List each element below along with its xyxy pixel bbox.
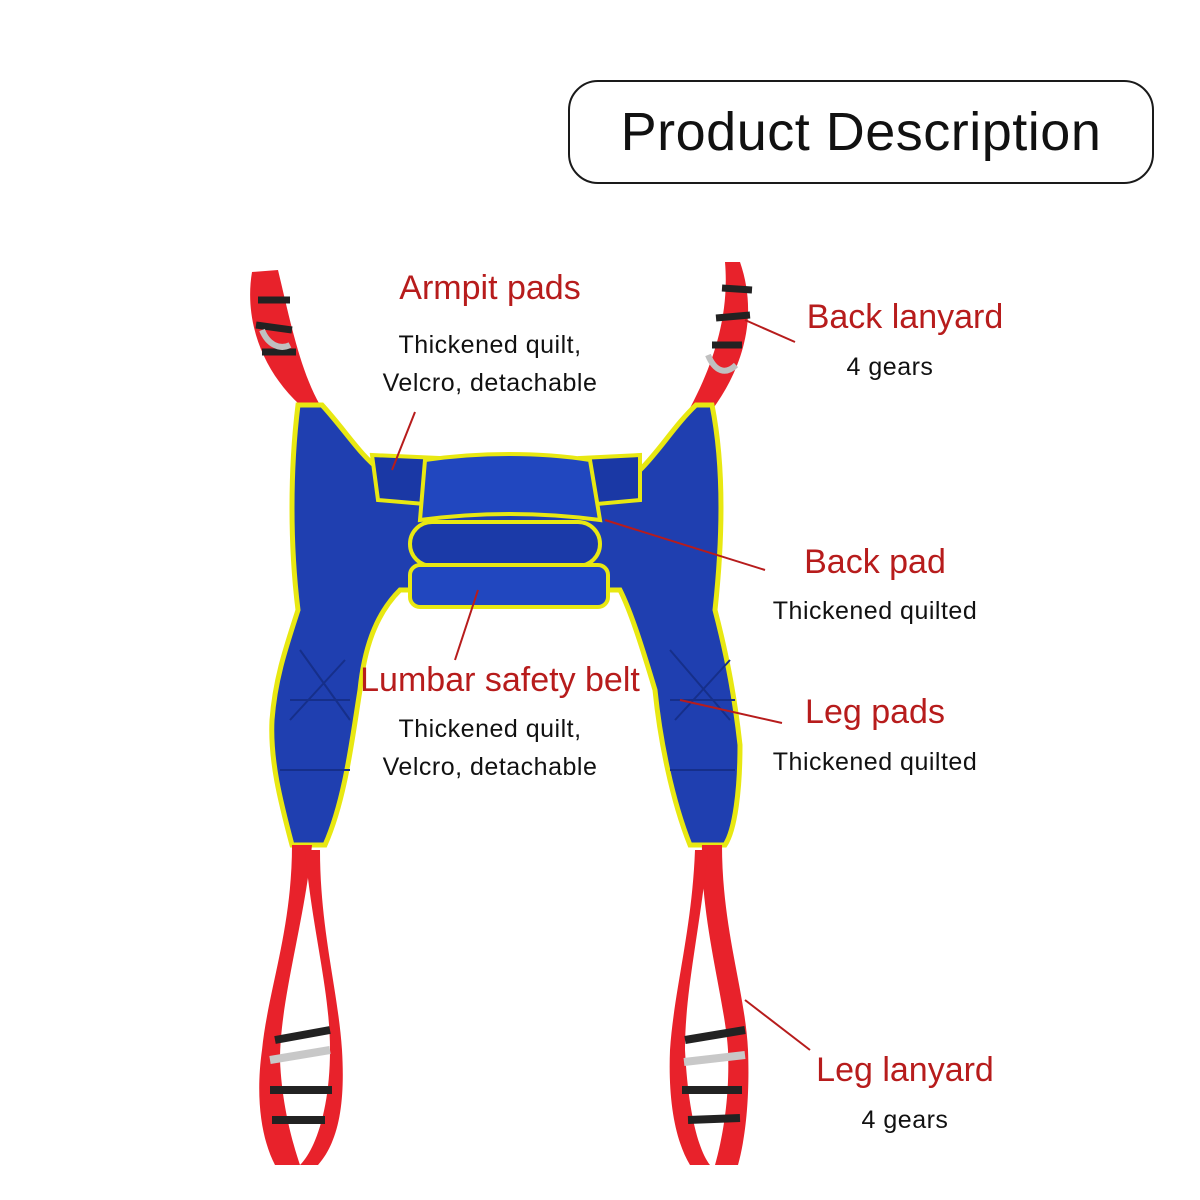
back-pad-label: Back pad	[804, 543, 946, 581]
leg-lanyard-right	[669, 845, 749, 1165]
back-pad-pointer	[604, 519, 766, 571]
back-pad	[417, 452, 603, 523]
armpit-pointer	[391, 411, 416, 471]
leg-pads-pointer	[679, 699, 783, 724]
armpit-pads-desc-1: Thickened quilt,	[398, 331, 582, 359]
lumbar-safety-belt-desc-2: Velcro, detachable	[382, 753, 598, 781]
armpit-pads-desc-2: Velcro, detachable	[382, 369, 598, 397]
lumbar-safety-belt	[408, 520, 610, 609]
leg-lanyard-left	[259, 845, 343, 1165]
back-lanyard-pointer	[744, 319, 796, 343]
leg-lanyard-desc: 4 gears	[861, 1106, 949, 1134]
back-lanyard-right	[690, 262, 753, 410]
leg-lanyard-pointer	[744, 999, 811, 1051]
lumbar-pointer	[454, 589, 479, 661]
armpit-pads-label: Armpit pads	[399, 269, 581, 307]
back-lanyard-label: Back lanyard	[806, 298, 1004, 336]
leg-lanyard-label: Leg lanyard	[816, 1051, 994, 1089]
leg-pads-desc: Thickened quilted	[772, 748, 978, 776]
page-title: Product Description	[568, 80, 1154, 184]
lumbar-safety-belt-label: Lumbar safety belt	[360, 661, 640, 699]
sling-body	[269, 402, 743, 848]
back-lanyard-left	[250, 270, 320, 405]
lumbar-safety-belt-desc-1: Thickened quilt,	[398, 715, 582, 743]
pointer-lines	[391, 319, 811, 1051]
back-lanyard-desc: 4 gears	[846, 353, 934, 381]
back-pad-desc: Thickened quilted	[772, 597, 978, 625]
leg-pads-label: Leg pads	[805, 693, 945, 731]
